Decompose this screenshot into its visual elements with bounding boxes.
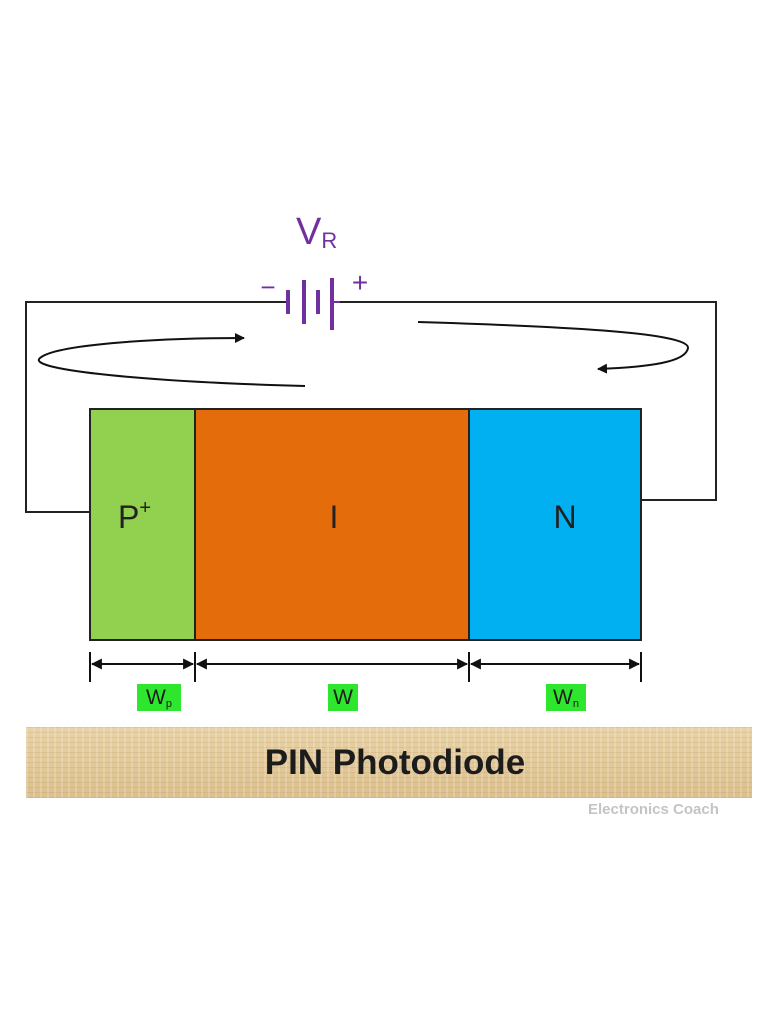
wp-sub: p — [165, 698, 172, 710]
watermark: Electronics Coach — [588, 801, 719, 818]
dimension-ticks — [89, 652, 642, 682]
wp-main: W — [146, 686, 166, 709]
circuit-wire-right — [340, 301, 717, 501]
w-width-label: W — [328, 684, 358, 711]
battery-label-main: V — [296, 211, 322, 253]
battery-plus-sign: + — [352, 267, 368, 298]
wn-width-label: Wn — [546, 684, 586, 711]
title-banner: PIN Photodiode — [26, 727, 752, 798]
n-region — [468, 408, 642, 641]
intrinsic-region-label: I — [330, 499, 339, 535]
current-flow-arrow-left — [37, 333, 306, 387]
wn-main: W — [553, 686, 573, 709]
circuit-wire-left — [25, 301, 288, 513]
battery-label-sub: R — [321, 228, 337, 253]
battery-symbol — [286, 278, 340, 330]
p-plus-region — [89, 408, 196, 641]
current-flow-arrow-right — [417, 321, 689, 374]
diagram-title: PIN Photodiode — [264, 742, 526, 782]
p-region-letter: P — [118, 499, 139, 535]
intrinsic-region — [194, 408, 470, 641]
w-main: W — [333, 686, 353, 709]
n-region-label: N — [553, 499, 576, 535]
p-plus-region-label: P+ — [118, 497, 151, 535]
battery-minus-sign: − — [260, 272, 275, 302]
wn-sub: n — [572, 698, 579, 710]
p-region-sup: + — [139, 497, 151, 519]
wp-width-label: Wp — [137, 684, 181, 711]
battery-label: VR — [296, 211, 337, 253]
